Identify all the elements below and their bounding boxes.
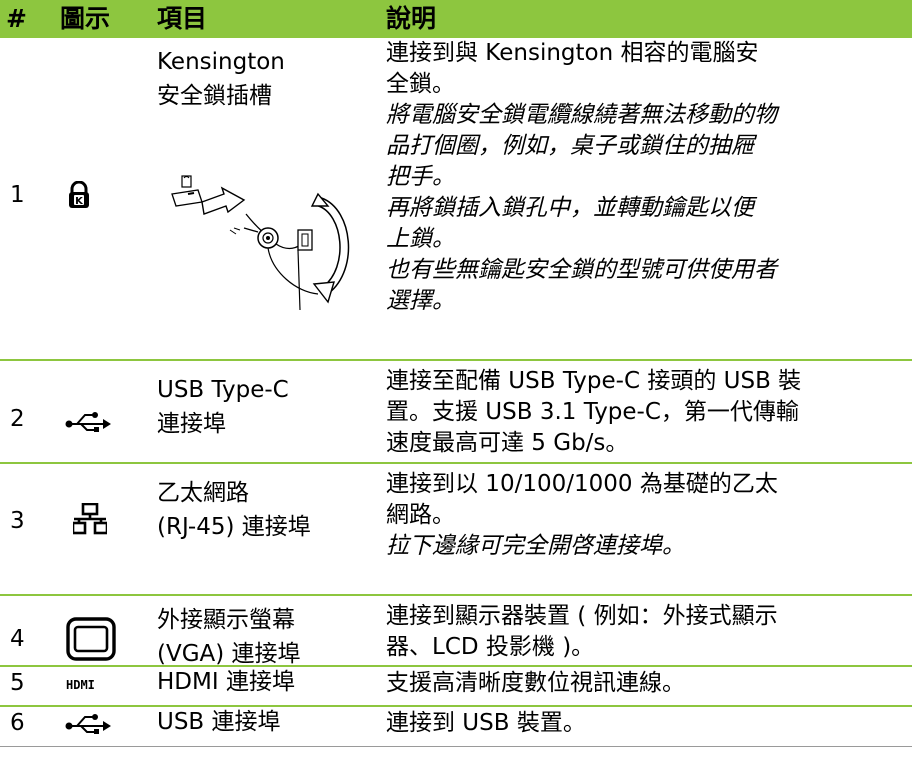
row-item-name: HDMI 連接埠 <box>157 669 295 695</box>
row-item-name: USB 連接埠 <box>157 709 281 735</box>
row-number: 2 <box>10 406 25 432</box>
row-divider <box>0 705 912 707</box>
row-description: 連接到以 10/100/1000 為基礎的乙太 網路。 拉下邊緣可完全開啓連接埠… <box>386 471 778 559</box>
header-num: # <box>6 4 27 33</box>
row-item-name: USB Type-C 連接埠 <box>157 377 289 437</box>
network-icon <box>73 503 107 535</box>
row-divider <box>0 462 912 464</box>
usb-icon <box>65 410 111 432</box>
row-description: 支援高清晰度數位視訊連線。 <box>386 670 685 696</box>
row-number: 6 <box>10 710 25 736</box>
row-number: 3 <box>10 508 25 534</box>
row-description: 連接到與 Kensington 相容的電腦安 全鎖。 將電腦安全鎖電纜線繞著無法… <box>386 40 777 314</box>
hdmi-icon: HDMI <box>66 678 95 692</box>
table-header: # 圖示 項目 說明 <box>0 0 912 38</box>
header-desc: 說明 <box>386 4 437 33</box>
header-item: 項目 <box>157 4 208 33</box>
vga-icon <box>66 617 116 661</box>
row-divider <box>0 594 912 596</box>
row-description: 連接到顯示器裝置 ( 例如：外接式顯示 器、LCD 投影機 )。 <box>386 603 778 660</box>
row-divider <box>0 665 912 667</box>
row-item-name: 乙太網路 (RJ-45) 連接埠 <box>157 480 311 540</box>
row-item-name: 外接顯示螢幕 (VGA) 連接埠 <box>157 607 301 667</box>
table-bottom-rule <box>0 746 912 747</box>
lock-insertion-illustration <box>158 172 358 312</box>
usb-icon <box>65 712 111 734</box>
row-number: 4 <box>10 626 25 652</box>
row-number: 1 <box>10 182 25 208</box>
row-item-name: Kensington 安全鎖插槽 <box>157 49 285 109</box>
header-icon: 圖示 <box>60 4 111 33</box>
row-divider <box>0 359 912 361</box>
row-number: 5 <box>10 670 25 696</box>
row-description: 連接到 USB 裝置。 <box>386 710 586 736</box>
kensington-lock-icon: K <box>68 181 90 209</box>
row-description: 連接至配備 USB Type-C 接頭的 USB 裝 置。支援 USB 3.1 … <box>386 368 802 456</box>
svg-text:K: K <box>75 196 84 207</box>
